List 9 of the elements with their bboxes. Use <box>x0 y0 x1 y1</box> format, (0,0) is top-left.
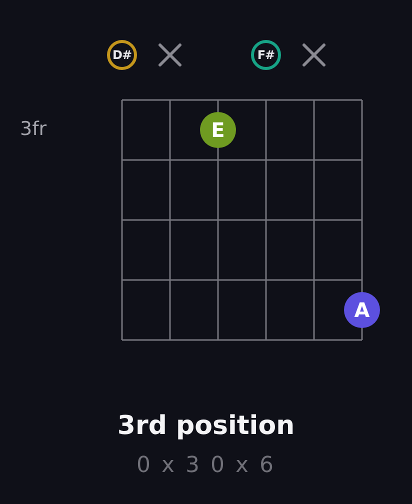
open-string-ring: D# <box>107 40 137 70</box>
finger-dot: A <box>344 292 380 328</box>
cross-icon <box>158 43 182 67</box>
cross-icon <box>302 43 326 67</box>
open-string-ring: F# <box>251 40 281 70</box>
finger-dot: E <box>200 112 236 148</box>
position-caption: 3rd position <box>117 411 295 441</box>
fingering-text: 0 x 3 0 x 6 <box>136 453 276 478</box>
fret-number: 3fr <box>20 118 47 140</box>
